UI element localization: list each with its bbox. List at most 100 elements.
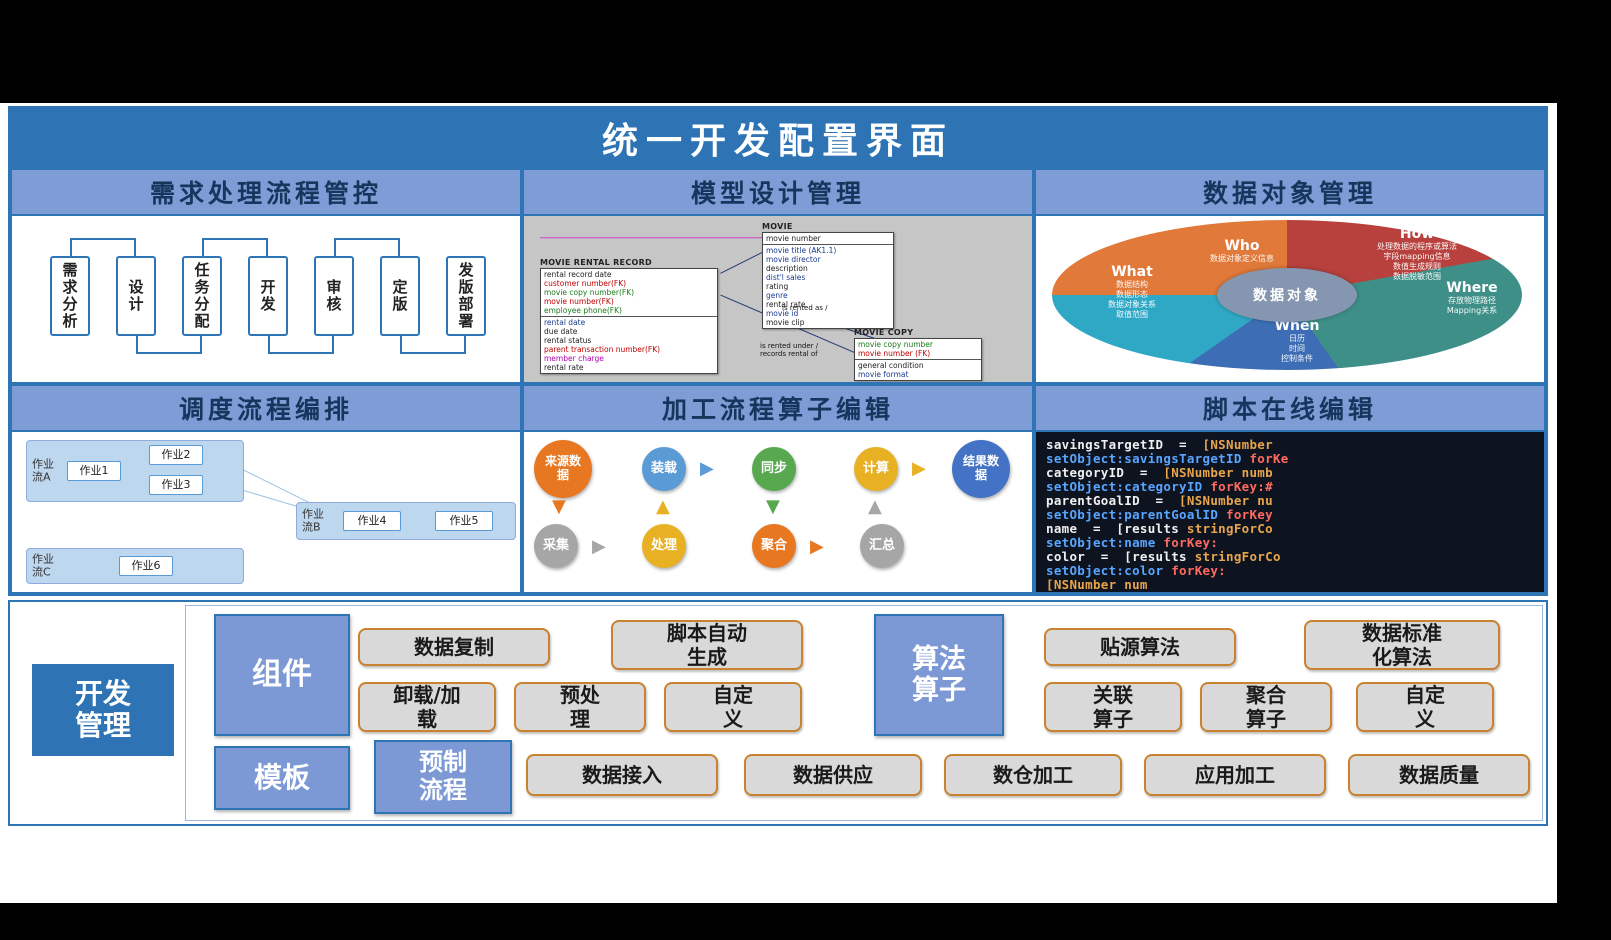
er-row: movie copy number [858, 340, 933, 349]
chip-app-processing[interactable]: 应用加工 [1144, 754, 1326, 796]
panel-title-operators: 加工流程算子编辑 [524, 386, 1032, 432]
panel-title-model-design: 模型设计管理 [524, 170, 1032, 216]
flow-step-develop: 开发 [248, 256, 288, 336]
flow-step-design: 设计 [116, 256, 156, 336]
er-row: movie number (FK) [858, 349, 931, 358]
er-diagram: MOVIE movie number movie title (AK1.1) m… [524, 216, 1032, 382]
scheduling-body: 作业流A 作业1 作业2 作业3 作业流B 作业4 作业5 作业流C 作 [12, 432, 520, 592]
seg-label: When [1274, 318, 1320, 334]
er-table-name: MOVIE COPY [854, 328, 914, 337]
chip-preprocess[interactable]: 预处理 [514, 682, 646, 732]
chip-data-supply[interactable]: 数据供应 [744, 754, 922, 796]
code-line: categoryID = [NSNumber numb [1046, 465, 1273, 480]
er-relation-label: is rented under / records rental of [760, 342, 819, 359]
chip-data-standardize-algorithm[interactable]: 数据标准化算法 [1304, 620, 1500, 670]
connector-bracket [70, 238, 136, 256]
panel-title-requirements: 需求处理流程管控 [12, 170, 520, 216]
op-sync: 同步 [752, 447, 796, 491]
er-row: movie copy number(FK) [544, 288, 635, 297]
job-box-3: 作业3 [149, 475, 203, 495]
chip-aggregate-operator[interactable]: 聚合算子 [1200, 682, 1332, 732]
wheel-seg-who: Who 数据对象定义信息 [1182, 238, 1302, 264]
chip-source-algorithm[interactable]: 贴源算法 [1044, 628, 1236, 666]
connector-bracket [334, 238, 400, 256]
operators-body: 来源数据 装载 ▶ 同步 计算 ▶ 结果数据 ▼ ▲ ▼ ▲ 采集 ▶ 处理 [524, 432, 1032, 592]
panel-title-data-object: 数据对象管理 [1036, 170, 1544, 216]
er-pk-section: movie number [763, 234, 893, 245]
flow-label: 作业流C [32, 552, 54, 578]
template-text: 模板 [253, 760, 310, 794]
er-table-movie: MOVIE movie number movie title (AK1.1) m… [762, 222, 894, 329]
arrow-right-icon: ▶ [810, 536, 824, 557]
op-result-data: 结果数据 [952, 440, 1010, 498]
chip-script-autogen[interactable]: 脚本自动生成 [611, 620, 803, 670]
er-table-movie-copy: MOVIE COPY movie copy number movie numbe… [854, 328, 982, 381]
chip-data-ingest[interactable]: 数据接入 [526, 754, 718, 796]
code-line: color = [results stringForCo [1046, 549, 1281, 564]
dev-management-label: 开发管理 [32, 664, 174, 756]
dev-management-panel: 组件 数据复制 脚本自动生成 卸载/加载 预处理 自定义 算法算子 贴源算法 数… [185, 605, 1543, 821]
flow-step-release: 发版部署 [446, 256, 486, 336]
er-table-box: movie number movie title (AK1.1) movie d… [762, 232, 894, 329]
op-load: 装载 [642, 447, 686, 491]
code-line: setObject:savingsTargetID forKe [1046, 451, 1289, 466]
er-row: movie format [858, 370, 909, 379]
arrow-down-icon: ▼ [552, 496, 566, 517]
er-row: movie clip [766, 318, 805, 327]
chip-warehouse-processing[interactable]: 数仓加工 [944, 754, 1122, 796]
connector-bracket [400, 336, 466, 354]
prebuilt-flow-label: 预制流程 [374, 740, 512, 814]
er-row: rental date [544, 318, 586, 327]
arrow-right-icon: ▶ [592, 536, 606, 557]
chip-unload-load[interactable]: 卸载/加载 [358, 682, 496, 732]
er-row: rating [766, 282, 789, 291]
code-line: savingsTargetID = [NSNumber [1046, 437, 1273, 452]
seg-label: Who [1224, 238, 1260, 254]
slide-content: 统一开发配置界面 需求处理流程管控 需求分析 设计 任务分配 [0, 103, 1557, 903]
er-row: description [766, 264, 808, 273]
panel-title-script-editor: 脚本在线编辑 [1036, 386, 1544, 432]
seg-label: How [1399, 226, 1435, 242]
panel-model-design: 模型设计管理 MOVIE movie number [522, 168, 1034, 384]
er-table-name: MOVIE RENTAL RECORD [540, 258, 652, 267]
chip-join-operator[interactable]: 关联算子 [1044, 682, 1182, 732]
flow-step-finalize: 定版 [380, 256, 420, 336]
wheel-center-label: 数据对象 [1217, 268, 1357, 322]
er-row: employee phone(FK) [544, 306, 622, 315]
er-row: dist'l sales [766, 273, 806, 282]
code-line: name = [results stringForCo [1046, 521, 1273, 536]
er-relation-label: is rented as / [782, 304, 828, 312]
seg-desc: 处理数据的程序或算法 字段mapping信息 数值生成规则 数据脱敏范围 [1377, 242, 1457, 281]
job-flow-c: 作业流C 作业6 [26, 548, 244, 584]
dev-management-section: 开发管理 组件 数据复制 脚本自动生成 卸载/加载 预处理 自定义 算法算子 贴… [8, 600, 1548, 826]
chip-custom-component[interactable]: 自定义 [664, 682, 802, 732]
panel-scheduling: 调度流程编排 作业流A 作业1 作业2 [10, 384, 522, 594]
algorithm-operator-label: 算法算子 [874, 614, 1004, 736]
job-box-5: 作业5 [435, 511, 493, 531]
arrow-right-icon: ▶ [700, 458, 714, 479]
er-row: movie director [766, 255, 821, 264]
seg-desc: 日历 时间 控制条件 [1281, 334, 1313, 363]
panel-requirements: 需求处理流程管控 需求分析 设计 任务分配 开发 审核 定版 [10, 168, 522, 384]
panel-operators: 加工流程算子编辑 来源数据 装载 ▶ 同步 计算 ▶ 结果数据 ▼ ▲ ▼ ▲ … [522, 384, 1034, 594]
letterbox-top [0, 0, 1611, 103]
header-banner: 统一开发配置界面 [10, 108, 1546, 168]
wheel-seg-what: What 数据结构 数据形态 数据对象关系 取值范围 [1082, 264, 1182, 320]
code-editor: savingsTargetID = [NSNumber setObject:sa… [1036, 432, 1544, 592]
chip-data-replication[interactable]: 数据复制 [358, 628, 550, 666]
code-line: setObject:categoryID forKey:# [1046, 479, 1273, 494]
upper-frame: 统一开发配置界面 需求处理流程管控 需求分析 设计 任务分配 [8, 106, 1548, 596]
er-row: customer number(FK) [544, 279, 627, 288]
chip-data-quality[interactable]: 数据质量 [1348, 754, 1530, 796]
er-row: movie number(FK) [544, 297, 614, 306]
er-row: movie title (AK1.1) [766, 246, 837, 255]
prebuilt-flow-text: 预制流程 [419, 748, 467, 804]
er-row: rental rate [544, 363, 584, 372]
arrow-down-icon: ▼ [766, 496, 780, 517]
code-line: parentGoalID = [NSNumber nu [1046, 493, 1273, 508]
job-box-2: 作业2 [149, 445, 203, 465]
panel-script-editor: 脚本在线编辑 savingsTargetID = [NSNumber setOb… [1034, 384, 1546, 594]
er-pk-section: movie copy number movie number (FK) [855, 340, 981, 360]
chip-custom-algorithm[interactable]: 自定义 [1356, 682, 1494, 732]
letterbox-right [1557, 0, 1611, 940]
